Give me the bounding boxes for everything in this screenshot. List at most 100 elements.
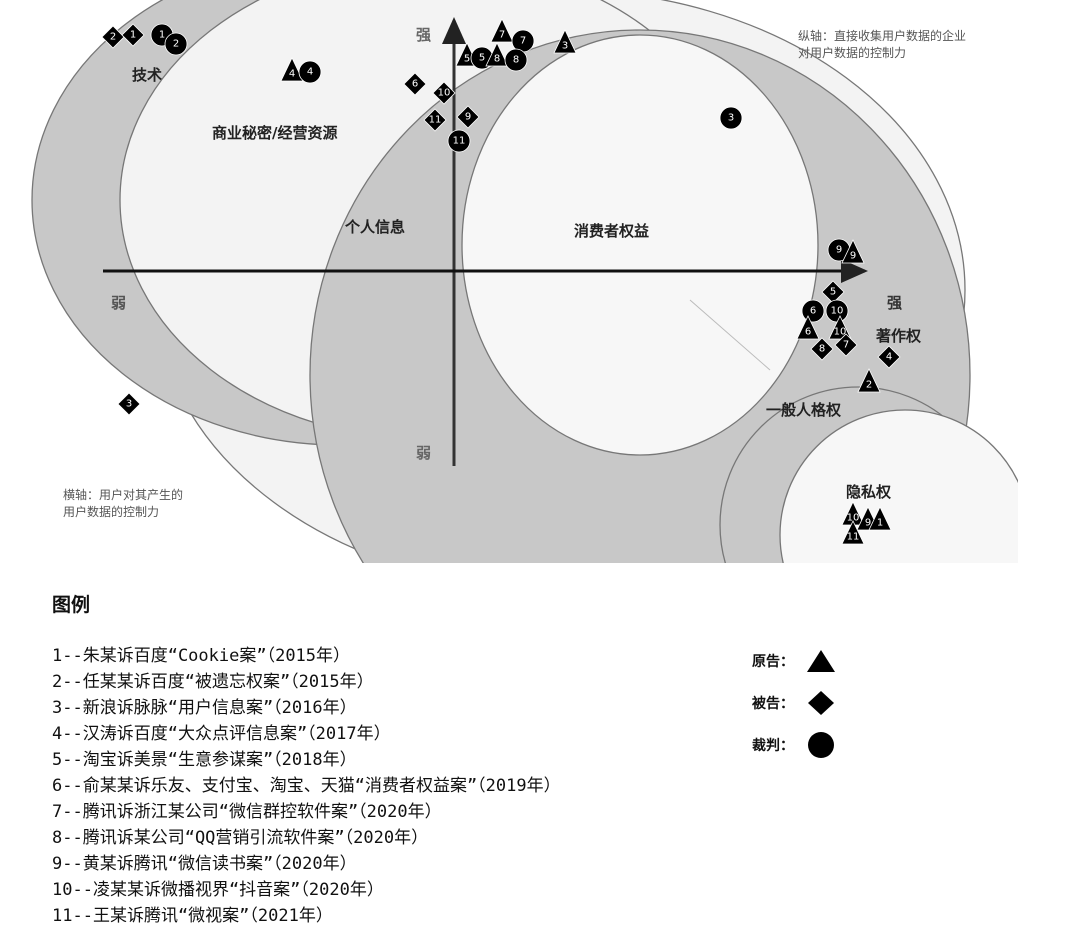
- triangle-icon: [857, 368, 881, 393]
- marker-number: 3: [728, 113, 734, 124]
- vertical-axis-strong: 强: [416, 26, 431, 44]
- horizontal-axis-strong: 强: [887, 294, 902, 312]
- marker-number: 3: [562, 41, 568, 52]
- marker-number: 11: [847, 532, 860, 543]
- marker-number: 11: [429, 115, 442, 126]
- case-marker-shapes: [101, 18, 901, 545]
- rights-diagram: 技术 商业秘密/经营资源 个人信息 消费者权益 著作权 一般人格权 隐私权 强 …: [31, 0, 1018, 563]
- marker-number: 10: [834, 327, 847, 338]
- marker-number: 8: [513, 55, 519, 66]
- triangle-icon: [280, 57, 304, 82]
- triangle-icon: [796, 315, 820, 340]
- case-item: 3--新浪诉脉脉“用户信息案”（2016年）: [52, 698, 357, 718]
- marker-number: 9: [850, 251, 856, 262]
- circle-icon: [719, 106, 743, 130]
- symbol-judgment: 裁判：: [752, 724, 836, 766]
- marker-number: 9: [836, 245, 842, 256]
- marker-number: 1: [159, 30, 165, 41]
- marker-number: 4: [307, 67, 313, 78]
- marker-number: 7: [499, 30, 505, 41]
- region-label-consumer-rights: 消费者权益: [574, 222, 649, 240]
- marker-number: 2: [866, 380, 872, 391]
- shade-line: [689, 299, 771, 371]
- circle-icon: [298, 60, 322, 84]
- marker-number: 5: [479, 53, 485, 64]
- marker-number: 10: [831, 306, 844, 317]
- region-label-copyright: 著作权: [875, 327, 922, 345]
- case-item: 11--王某诉腾讯“微视案”（2021年）: [52, 906, 333, 926]
- circle-icon: [164, 32, 188, 56]
- case-item: 6--俞某某诉乐友、支付宝、淘宝、天猫“消费者权益案”（2019年）: [52, 776, 561, 796]
- diamond-icon: [456, 105, 480, 129]
- triangle-icon: [841, 520, 865, 545]
- case-item: 2--任某某诉百度“被遗忘权案”（2015年）: [52, 672, 374, 692]
- diamond-icon: [101, 25, 125, 49]
- marker-number: 4: [289, 69, 295, 80]
- case-item: 7--腾讯诉浙江某公司“微信群控软件案”（2020年）: [52, 802, 442, 822]
- diamond-icon: [808, 691, 834, 715]
- case-item: 9--黄某诉腾讯“微信读书案”（2020年）: [52, 854, 357, 874]
- marker-number: 6: [412, 79, 418, 90]
- marker-number: 8: [494, 54, 500, 65]
- legend-title: 图例: [52, 594, 91, 616]
- vertical-axis-note: 纵轴：直接收集用户数据的企业: [798, 28, 966, 43]
- plaintiff-label: 原告：: [752, 654, 794, 670]
- case-item: 5--淘宝诉美景“生意参谋案”（2018年）: [52, 750, 357, 770]
- triangle-icon: [485, 42, 509, 67]
- vertical-axis-weak: 弱: [416, 444, 431, 462]
- diamond-icon: [834, 333, 858, 357]
- case-item: 1--朱某诉百度“Cookie案”（2015年）: [52, 646, 351, 666]
- triangle-icon: [490, 18, 514, 43]
- judgment-label: 裁判：: [752, 738, 794, 754]
- triangle-icon: [841, 239, 865, 264]
- case-item: 10--凌某某诉微播视界“抖音案”（2020年）: [52, 880, 384, 900]
- marker-number: 6: [810, 306, 816, 317]
- consumer-rights-region: [461, 34, 819, 456]
- marker-number: 9: [865, 518, 871, 529]
- marker-number: 1: [130, 30, 136, 41]
- triangle-icon: [868, 506, 892, 531]
- circle-icon: [504, 48, 528, 72]
- case-item: 4--汉涛诉百度“大众点评信息案”（2017年）: [52, 724, 391, 744]
- region-label-personal-info: 个人信息: [344, 218, 405, 236]
- diamond-icon: [810, 337, 834, 361]
- marker-number: 7: [843, 340, 849, 351]
- triangle-icon: [553, 29, 577, 54]
- diamond-icon: [121, 23, 145, 47]
- diamond-icon: [423, 108, 447, 132]
- horizontal-axis-note: 横轴：用户对其产生的: [63, 487, 183, 502]
- region-label-privacy: 隐私权: [846, 483, 892, 501]
- circle-icon: [808, 732, 834, 758]
- marker-number: 2: [110, 32, 116, 43]
- marker-number: 10: [438, 88, 451, 99]
- privacy-region: [779, 409, 1018, 563]
- marker-number: 6: [805, 327, 811, 338]
- marker-number: 4: [886, 352, 892, 363]
- horizontal-axis-note-2: 用户数据的控制力: [63, 504, 159, 519]
- vertical-axis-note-2: 对用户数据的控制力: [798, 45, 906, 60]
- diamond-icon: [117, 392, 141, 416]
- symbol-plaintiff: 原告：: [752, 640, 836, 682]
- triangle-icon: [807, 650, 835, 672]
- case-list: 1--朱某诉百度“Cookie案”（2015年） 2--任某某诉百度“被遗忘权案…: [52, 643, 561, 929]
- horizontal-axis-weak: 弱: [111, 294, 126, 312]
- symbol-defendant: 被告：: [752, 682, 836, 724]
- diamond-icon: [403, 72, 427, 96]
- circle-icon: [447, 129, 471, 153]
- region-label-tech: 技术: [132, 66, 162, 84]
- marker-number: 10: [847, 513, 860, 524]
- marker-number: 3: [126, 399, 132, 410]
- marker-number: 5: [464, 54, 470, 65]
- marker-number: 11: [453, 136, 466, 147]
- case-item: 8--腾讯诉某公司“QQ营销引流软件案”（2020年）: [52, 828, 429, 848]
- marker-number: 8: [819, 344, 825, 355]
- marker-number: 2: [173, 39, 179, 50]
- symbol-legend: 原告： 被告： 裁判：: [752, 640, 836, 766]
- diamond-icon: [432, 81, 456, 105]
- marker-number: 1: [877, 518, 883, 529]
- region-label-personality-rights: 一般人格权: [766, 401, 842, 419]
- marker-number: 7: [520, 36, 526, 47]
- marker-number: 5: [830, 287, 836, 298]
- defendant-label: 被告：: [752, 696, 794, 712]
